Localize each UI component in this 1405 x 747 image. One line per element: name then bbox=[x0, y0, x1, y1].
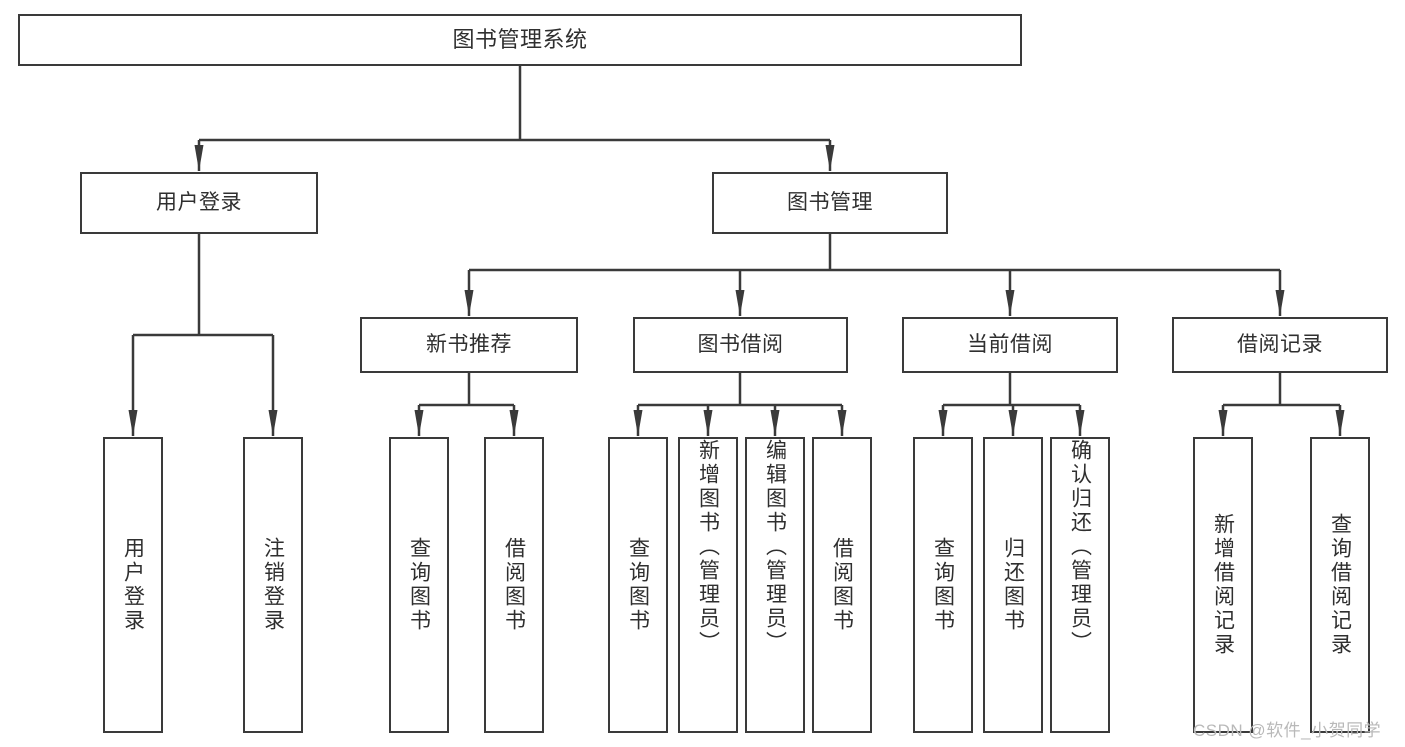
node-leaf-edit-book[interactable]: 编辑图书（管理员） bbox=[745, 437, 805, 733]
node-label: 查询借阅记录 bbox=[1328, 513, 1352, 657]
arrow-head-recommend-to-leaves-1 bbox=[509, 410, 519, 436]
arrow-head-current-to-leaves-0 bbox=[938, 410, 948, 436]
node-label: 借阅图书 bbox=[830, 537, 854, 633]
arrow-head-record-to-leaves-0 bbox=[1218, 410, 1228, 436]
arrow-head-root-to-level1-1 bbox=[825, 145, 835, 171]
node-leaf-borrow-book-1[interactable]: 借阅图书 bbox=[484, 437, 544, 733]
node-leaf-query-book-1[interactable]: 查询图书 bbox=[389, 437, 449, 733]
node-new-book-recommend[interactable]: 新书推荐 bbox=[360, 317, 578, 373]
node-label: 归还图书 bbox=[1001, 537, 1025, 633]
node-label: 新书推荐 bbox=[426, 332, 512, 356]
node-label: 用户登录 bbox=[156, 190, 242, 214]
node-label: 注销登录 bbox=[261, 537, 285, 633]
node-label: 新增借阅记录 bbox=[1211, 513, 1235, 657]
node-label: 借阅记录 bbox=[1237, 332, 1323, 356]
node-leaf-return-book[interactable]: 归还图书 bbox=[983, 437, 1043, 733]
arrow-head-root-to-level1-0 bbox=[194, 145, 204, 171]
node-book-borrow[interactable]: 图书借阅 bbox=[633, 317, 848, 373]
node-leaf-confirm-return[interactable]: 确认归还（管理员） bbox=[1050, 437, 1110, 733]
node-label: 图书管理 bbox=[787, 190, 873, 214]
node-leaf-query-book-3[interactable]: 查询图书 bbox=[913, 437, 973, 733]
node-leaf-add-record[interactable]: 新增借阅记录 bbox=[1193, 437, 1253, 733]
node-leaf-query-book-2[interactable]: 查询图书 bbox=[608, 437, 668, 733]
arrow-head-borrow-to-leaves-3 bbox=[837, 410, 847, 436]
arrow-head-current-to-leaves-1 bbox=[1008, 410, 1018, 436]
arrow-head-user-login-to-leaves-0 bbox=[128, 410, 138, 436]
arrow-head-book-manage-to-level2-0 bbox=[464, 290, 474, 316]
node-leaf-user-logout[interactable]: 注销登录 bbox=[243, 437, 303, 733]
node-label: 图书借阅 bbox=[697, 332, 784, 356]
node-label: 查询图书 bbox=[931, 537, 955, 633]
csdn-watermark: CSDN @软件_小贺同学 bbox=[1193, 721, 1382, 740]
arrow-head-borrow-to-leaves-2 bbox=[770, 410, 780, 436]
arrow-head-book-manage-to-level2-3 bbox=[1275, 290, 1285, 316]
node-label: 确认归还（管理员） bbox=[1068, 439, 1092, 655]
arrow-head-borrow-to-leaves-1 bbox=[703, 410, 713, 436]
node-borrow-record[interactable]: 借阅记录 bbox=[1172, 317, 1388, 373]
arrow-head-current-to-leaves-2 bbox=[1075, 410, 1085, 436]
arrow-head-book-manage-to-level2-2 bbox=[1005, 290, 1015, 316]
node-label: 当前借阅 bbox=[967, 332, 1053, 356]
arrow-head-user-login-to-leaves-1 bbox=[268, 410, 278, 436]
node-leaf-borrow-book-2[interactable]: 借阅图书 bbox=[812, 437, 872, 733]
node-book-manage[interactable]: 图书管理 bbox=[712, 172, 948, 234]
node-label: 编辑图书（管理员） bbox=[763, 439, 787, 655]
node-current-borrow[interactable]: 当前借阅 bbox=[902, 317, 1118, 373]
node-label: 借阅图书 bbox=[502, 537, 526, 633]
node-label: 图书管理系统 bbox=[452, 27, 588, 53]
arrow-head-borrow-to-leaves-0 bbox=[633, 410, 643, 436]
arrow-head-record-to-leaves-1 bbox=[1335, 410, 1345, 436]
node-root[interactable]: 图书管理系统 bbox=[18, 14, 1022, 66]
node-leaf-add-book[interactable]: 新增图书（管理员） bbox=[678, 437, 738, 733]
node-label: 查询图书 bbox=[626, 537, 650, 633]
node-leaf-query-record[interactable]: 查询借阅记录 bbox=[1310, 437, 1370, 733]
node-label: 新增图书（管理员） bbox=[696, 439, 720, 655]
node-leaf-user-login[interactable]: 用户登录 bbox=[103, 437, 163, 733]
node-user-login[interactable]: 用户登录 bbox=[80, 172, 318, 234]
arrow-head-book-manage-to-level2-1 bbox=[735, 290, 745, 316]
arrow-head-recommend-to-leaves-0 bbox=[414, 410, 424, 436]
node-label: 查询图书 bbox=[407, 537, 431, 633]
node-label: 用户登录 bbox=[121, 537, 145, 633]
